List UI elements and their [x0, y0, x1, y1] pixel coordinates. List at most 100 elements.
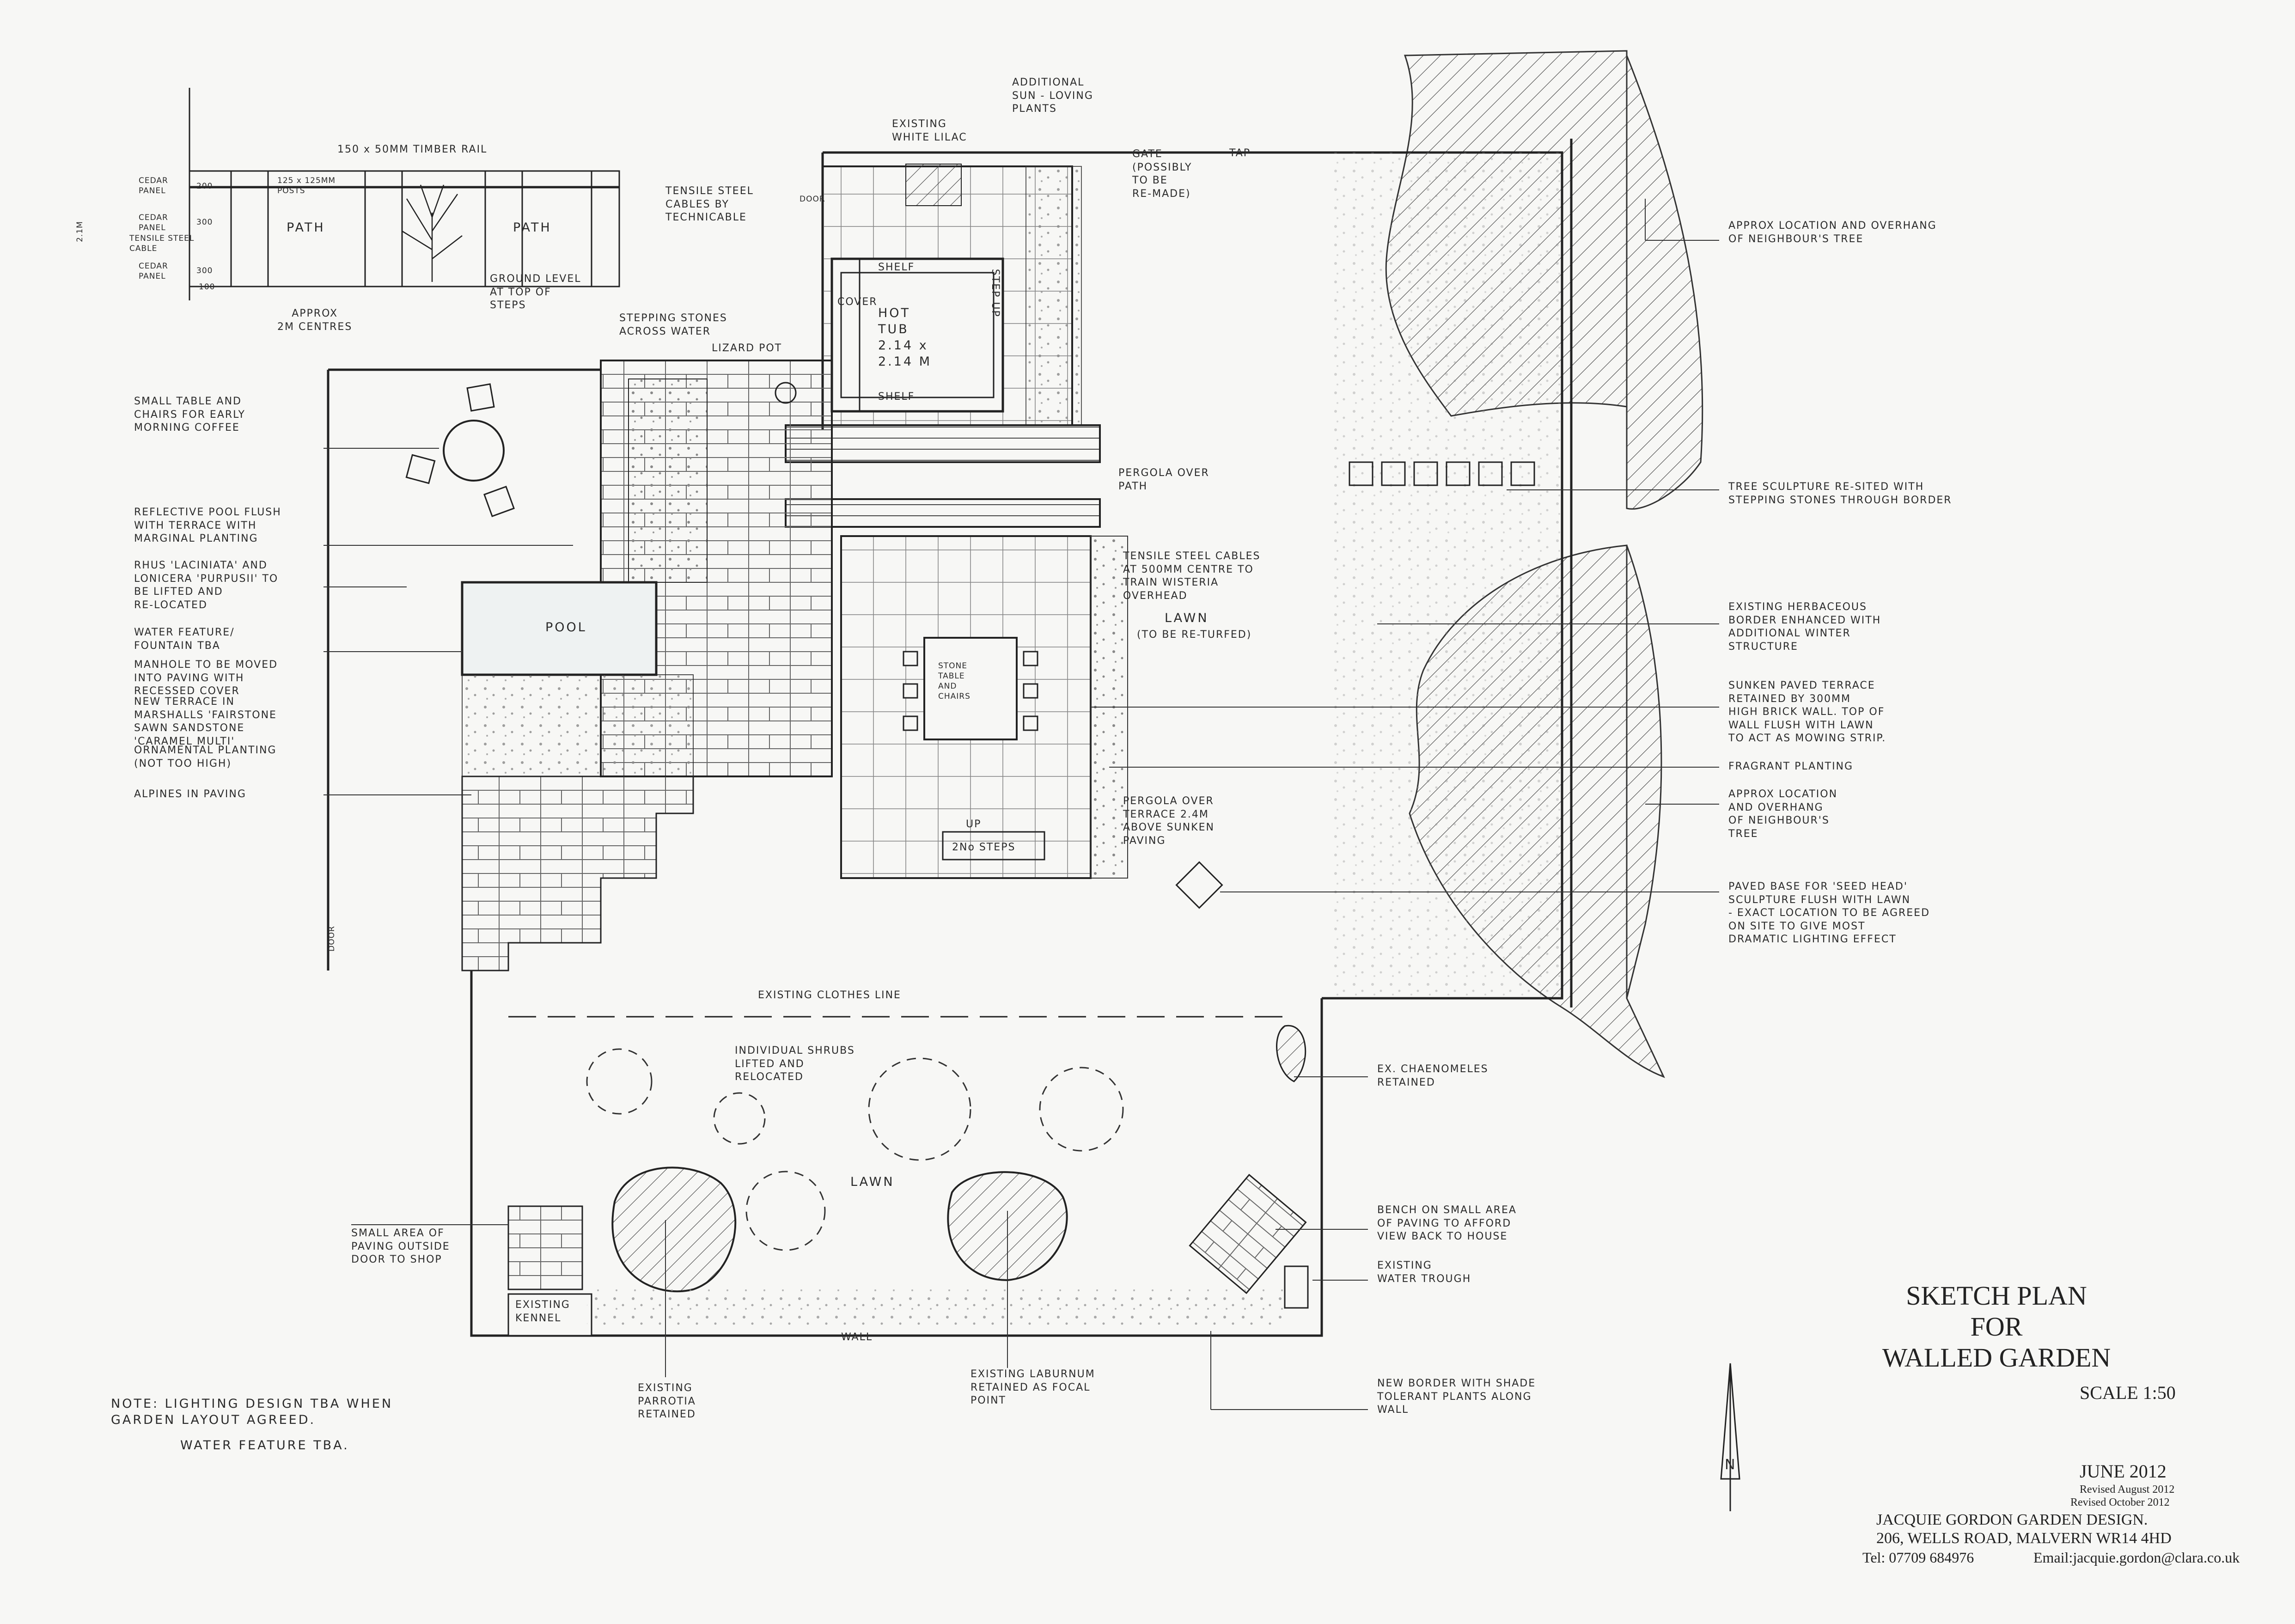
chaenomeles	[1276, 1025, 1306, 1082]
label-door-2: DOOR	[327, 926, 336, 952]
detail-path-1: PATH	[287, 220, 325, 235]
terrace-chairs	[903, 651, 1038, 731]
detail-rail: 150 x 50MM TIMBER RAIL	[337, 144, 488, 155]
reflective-pool	[461, 581, 658, 676]
label-cover: COVER	[837, 296, 877, 309]
label-reflective-pool: REFLECTIVE POOL FLUSH WITH TERRACE WITH …	[134, 507, 281, 545]
pool-planting	[628, 379, 708, 583]
label-water-feature: WATER FEATURE/ FOUNTAIN TBA	[134, 627, 235, 652]
label-alpines: ALPINES IN PAVING	[134, 788, 246, 800]
label-returf: (TO BE RE-TURFED)	[1137, 629, 1252, 641]
label-stone-table: STONE TABLE AND CHAIRS	[938, 661, 970, 702]
date-label: JUNE 2012	[2080, 1461, 2167, 1482]
label-shelf-top: SHELF	[878, 262, 915, 273]
lilac-shrub	[905, 164, 962, 206]
label-step-up: STEP UP	[989, 269, 1001, 317]
label-up: UP	[966, 818, 982, 830]
label-ornamental: ORNAMENTAL PLANTING (NOT TOO HIGH)	[134, 745, 277, 769]
title-line-3: WALLED GARDEN	[1882, 1343, 2111, 1373]
detail-height: 2.1M	[75, 221, 85, 242]
neighbour-tree-fringe-lower	[1626, 545, 1662, 999]
designer-name: JACQUIE GORDON GARDEN DESIGN.	[1876, 1511, 2148, 1528]
seed-head-base	[1175, 861, 1223, 909]
label-shrubs: INDIVIDUAL SHRUBS LIFTED AND RELOCATED	[735, 1045, 855, 1083]
label-new-border: NEW BORDER WITH SHADE TOLERANT PLANTS AL…	[1377, 1378, 1536, 1416]
label-manhole: MANHOLE TO BE MOVED INTO PAVING WITH REC…	[134, 659, 278, 697]
label-seed-head: PAVED BASE FOR 'SEED HEAD' SCULPTURE FLU…	[1728, 881, 1930, 946]
fence-elevation-detail	[189, 170, 620, 287]
label-tensile-cables: TENSILE STEEL CABLES AT 500MM CENTRE TO …	[1123, 550, 1261, 602]
label-tap: TAP	[1229, 147, 1251, 159]
kennel	[507, 1293, 592, 1337]
label-tree-overhang-2: APPROX LOCATION AND OVERHANG OF NEIGHBOU…	[1728, 788, 1838, 840]
ornamental-bed	[462, 674, 694, 777]
label-lawn-top: LAWN	[1165, 611, 1209, 625]
label-lawn-bottom: LAWN	[850, 1175, 895, 1189]
coffee-chairs	[405, 383, 515, 517]
label-gate: GATE (POSSIBLY TO BE RE-MADE)	[1132, 148, 1192, 200]
relocated-shrubs	[586, 1048, 1124, 1251]
label-shelf-bottom: SHELF	[878, 391, 915, 403]
label-new-terrace: NEW TERRACE IN MARSHALLS 'FAIRSTONE SAWN…	[134, 696, 277, 747]
label-chaenomeles: EX. CHAENOMELES RETAINED	[1377, 1063, 1489, 1088]
label-pool: POOL	[545, 620, 587, 635]
detail-path-2: PATH	[513, 220, 552, 235]
label-clothes-line: EXISTING CLOTHES LINE	[758, 989, 901, 1001]
label-coffee-table: SMALL TABLE AND CHAIRS FOR EARLY MORNING…	[134, 396, 245, 434]
detail-cedar3-dim: 300	[196, 266, 213, 275]
revised-oct: Revised October 2012	[2070, 1496, 2170, 1508]
label-bench: BENCH ON SMALL AREA OF PAVING TO AFFORD …	[1377, 1204, 1517, 1243]
label-hot-tub: HOT TUB 2.14 x 2.14 M	[878, 306, 932, 369]
scale-label: SCALE 1:50	[2080, 1382, 2176, 1403]
detail-cedar1: CEDAR PANEL	[139, 176, 168, 196]
label-lilac: EXISTING WHITE LILAC	[892, 118, 967, 143]
note-lighting: NOTE: LIGHTING DESIGN TBA WHEN GARDEN LA…	[111, 1397, 393, 1428]
detail-spacing: APPROX 2M CENTRES	[277, 308, 353, 333]
detail-posts: 125 x 125MM POSTS	[277, 176, 336, 196]
stepped-paving	[461, 775, 694, 971]
label-sun-plants: ADDITIONAL SUN - LOVING PLANTS	[1012, 77, 1093, 115]
terrace-steps	[942, 831, 1045, 861]
stone-table	[923, 637, 1018, 740]
label-shop-paving: SMALL AREA OF PAVING OUTSIDE DOOR TO SHO…	[351, 1227, 450, 1266]
leader-lines	[323, 199, 1719, 1410]
detail-tensile: TENSILE STEEL CABLES BY TECHNICABLE	[665, 185, 754, 224]
parrotia-tree	[611, 1166, 737, 1293]
label-tree-overhang-1: APPROX LOCATION AND OVERHANG OF NEIGHBOU…	[1728, 220, 1937, 245]
label-kennel: EXISTING KENNEL	[515, 1299, 570, 1324]
detail-cedar3: CEDAR PANEL	[139, 262, 168, 281]
detail-cable: TENSILE STEEL CABLE	[129, 234, 195, 254]
designer-address: 206, WELLS ROAD, MALVERN WR14 4HD	[1876, 1530, 2172, 1547]
label-parrotia: EXISTING PARROTIA RETAINED	[638, 1382, 696, 1421]
tub-cover	[831, 258, 861, 412]
water-trough	[1284, 1265, 1309, 1309]
title-line-2: FOR	[1970, 1312, 2023, 1342]
label-wall: WALL	[841, 1331, 873, 1343]
north-label: N	[1725, 1457, 1737, 1473]
hot-tub	[830, 257, 1004, 413]
detail-bottom-dim: 100	[199, 282, 215, 292]
label-stepping: STEPPING STONES ACROSS WATER	[619, 312, 727, 337]
label-steps: 2No STEPS	[952, 842, 1016, 853]
stepping-stones-border	[1349, 461, 1535, 486]
label-rhus: RHUS 'LACINIATA' AND LONICERA 'PURPUSII'…	[134, 560, 279, 611]
neighbour-tree-fringe-upper	[1626, 55, 1703, 510]
lizard-pot	[775, 382, 797, 404]
detail-cedar1-dim: 200	[196, 182, 213, 191]
shop-paving	[507, 1205, 583, 1290]
detail-cedar2-dim: 300	[196, 218, 213, 227]
designer-tel: Tel: 07709 684976	[1862, 1549, 1974, 1566]
sun-plants-bed	[1025, 166, 1082, 426]
sunken-terrace	[840, 535, 1092, 879]
designer-email: Email:jacquie.gordon@clara.co.uk	[2033, 1549, 2240, 1566]
drawing-title: SKETCH PLAN FOR WALLED GARDEN	[1876, 1280, 2117, 1373]
label-fragrant: FRAGRANT PLANTING	[1728, 761, 1854, 772]
label-door: DOOR	[800, 195, 825, 204]
label-pergola-terrace: PERGOLA OVER TERRACE 2.4M ABOVE SUNKEN P…	[1123, 795, 1215, 847]
label-sunken-terrace: SUNKEN PAVED TERRACE RETAINED BY 300MM H…	[1728, 680, 1886, 745]
lower-border	[587, 1289, 1285, 1326]
detail-cedar2: CEDAR PANEL	[139, 213, 168, 233]
tree-sculpture-icon	[402, 184, 463, 282]
label-lizard: LIZARD POT	[712, 342, 782, 354]
